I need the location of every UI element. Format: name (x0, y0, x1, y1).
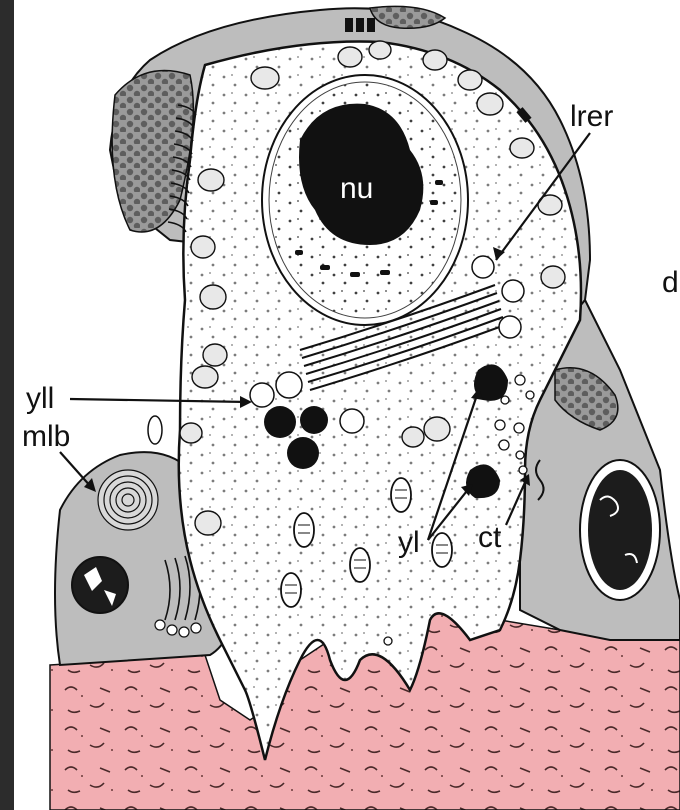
label-lrer: lrer (570, 100, 613, 133)
label-nu: nu (340, 172, 373, 205)
label-ct: ct (478, 521, 502, 554)
label-yll: yll (26, 382, 54, 415)
label-yl: yl (398, 526, 420, 559)
multilamellar-body (98, 470, 158, 530)
left-cell-dark-organelle (72, 557, 128, 613)
label-mlb: mlb (22, 420, 70, 453)
left-cell-mito (148, 416, 162, 444)
left-border (0, 0, 14, 810)
label-d: d (662, 266, 679, 299)
